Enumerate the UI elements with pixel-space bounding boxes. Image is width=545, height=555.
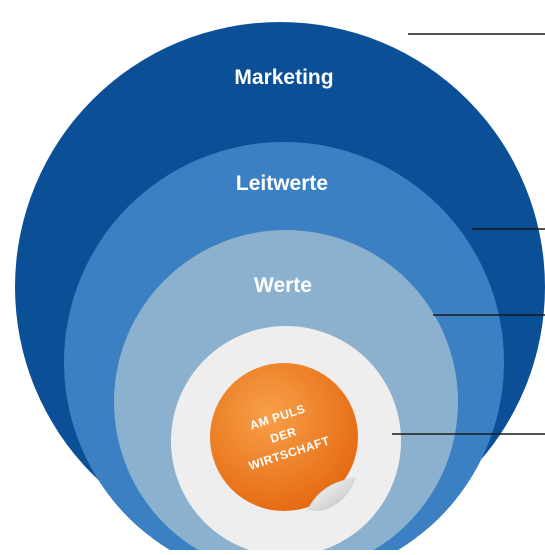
ring-label-leitwerte: Leitwerte: [236, 172, 328, 195]
ring-label-werte: Werte: [254, 274, 312, 297]
sticker-circle: [210, 363, 358, 511]
connector-lines: [392, 33, 545, 435]
sticker-curl-icon: [307, 477, 356, 511]
ring-label-marketing: Marketing: [234, 66, 333, 89]
sticker-badge: AM PULS DER WIRTSCHAFT: [210, 363, 358, 511]
